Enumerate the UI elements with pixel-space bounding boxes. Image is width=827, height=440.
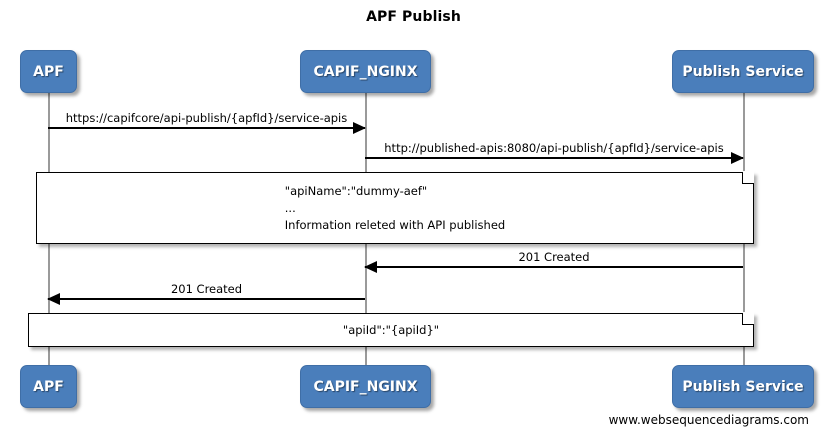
note-fold-corner-icon xyxy=(741,311,754,325)
note-body: "apiId":"{apiId}" xyxy=(29,314,753,346)
participant-capif-nginx-bottom[interactable]: CAPIF_NGINX xyxy=(300,365,431,408)
note-request-payload: "apiName":"dummy-aef" ... Information re… xyxy=(36,170,754,244)
message-publish-service-to-capif-nginx: 201 Created xyxy=(364,250,743,273)
participant-label: Publish Service xyxy=(682,378,804,395)
arrowhead-left-icon xyxy=(47,293,60,305)
arrowhead-right-icon xyxy=(353,122,366,134)
participant-apf-bottom[interactable]: APF xyxy=(20,365,77,408)
note-fold-corner-icon xyxy=(741,170,754,184)
note-body: "apiName":"dummy-aef" ... Information re… xyxy=(37,173,753,243)
participant-publish-service-bottom[interactable]: Publish Service xyxy=(672,365,814,408)
participant-label: APF xyxy=(33,378,64,395)
footer-watermark: www.websequencediagrams.com xyxy=(608,413,809,427)
participant-publish-service-top[interactable]: Publish Service xyxy=(672,50,814,93)
participant-label: APF xyxy=(33,63,64,80)
participant-label: CAPIF_NGINX xyxy=(313,378,418,395)
message-label: 201 Created xyxy=(170,282,243,296)
message-label: https://capifcore/api-publish/{apfId}/se… xyxy=(65,111,348,125)
participant-capif-nginx-top[interactable]: CAPIF_NGINX xyxy=(300,50,431,93)
arrowhead-right-icon xyxy=(731,152,744,164)
participant-apf-top[interactable]: APF xyxy=(20,50,77,93)
message-capif-nginx-to-apf: 201 Created xyxy=(47,282,365,305)
note-text: "apiId":"{apiId}" xyxy=(342,322,440,337)
message-label: http://published-apis:8080/api-publish/{… xyxy=(384,141,724,155)
arrowhead-left-icon xyxy=(364,261,377,273)
message-capif-nginx-to-publish-service: http://published-apis:8080/api-publish/{… xyxy=(365,141,744,164)
participant-label: CAPIF_NGINX xyxy=(313,63,418,80)
participant-label: Publish Service xyxy=(682,63,804,80)
note-response-payload: "apiId":"{apiId}" xyxy=(28,311,754,347)
page-title: APF Publish xyxy=(366,9,461,25)
message-apf-to-capif-nginx: https://capifcore/api-publish/{apfId}/se… xyxy=(48,111,366,134)
message-label: 201 Created xyxy=(518,250,590,264)
note-text: "apiName":"dummy-aef" ... Information re… xyxy=(284,183,506,232)
